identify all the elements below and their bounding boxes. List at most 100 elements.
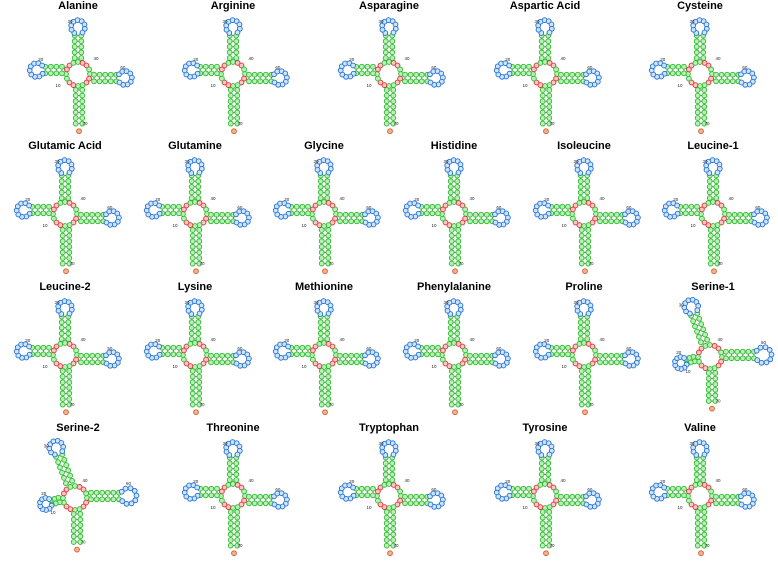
stem-nucleotide <box>539 109 546 116</box>
stem-nucleotide <box>59 368 66 374</box>
stem-nucleotide <box>569 500 576 507</box>
stem-nucleotide <box>455 396 462 402</box>
stem-nucleotide <box>382 43 389 50</box>
stem-nucleotide <box>79 120 86 127</box>
loop-nucleotide <box>234 451 241 458</box>
junction-nucleotide <box>718 219 725 226</box>
stem-nucleotide <box>189 373 196 380</box>
stem-nucleotide <box>96 78 103 85</box>
stem-nucleotide <box>707 249 714 256</box>
panel-title: Threonine <box>206 422 260 434</box>
stem-nucleotide <box>317 319 324 326</box>
stem-nucleotide <box>526 485 532 492</box>
stem-nucleotide <box>389 465 396 472</box>
panel-title: Valine <box>684 422 716 434</box>
stem-nucleotide <box>448 255 455 261</box>
position-label: 70 <box>393 543 399 548</box>
position-label: 70 <box>458 261 464 266</box>
stem-nucleotide <box>77 511 84 517</box>
stem-nucleotide <box>701 109 708 116</box>
stem-nucleotide <box>66 390 73 397</box>
position-label: 20 <box>544 338 550 343</box>
loop-nucleotide <box>390 451 397 458</box>
stem-nucleotide <box>69 477 75 484</box>
junction-nucleotide <box>76 506 83 512</box>
stem-nucleotide <box>233 477 240 483</box>
stem-nucleotide <box>558 71 564 78</box>
stem-nucleotide <box>59 70 65 77</box>
stem-nucleotide <box>455 238 462 245</box>
stem-nucleotide <box>77 522 84 529</box>
junction-nucleotide <box>200 360 207 367</box>
junction-nucleotide <box>692 60 699 66</box>
stem-nucleotide <box>325 384 332 391</box>
stem-nucleotide <box>59 238 66 245</box>
stem-nucleotide <box>324 324 331 331</box>
stem-nucleotide <box>96 71 103 78</box>
stem-nucleotide <box>514 70 521 77</box>
stem-nucleotide <box>553 351 560 358</box>
junction-nucleotide <box>70 82 77 88</box>
stem-nucleotide <box>390 525 397 532</box>
junction-nucleotide <box>73 215 79 222</box>
stem-nucleotide <box>226 49 233 56</box>
position-label: 10 <box>431 223 437 228</box>
position-label: 70 <box>199 261 205 266</box>
junction-nucleotide <box>701 82 708 88</box>
junction-nucleotide <box>196 363 203 369</box>
stem-nucleotide <box>293 210 300 217</box>
stem-nucleotide <box>324 330 331 337</box>
stem-nucleotide <box>390 109 397 116</box>
loop-nucleotide <box>674 202 680 209</box>
junction-nucleotide <box>714 222 721 228</box>
stem-nucleotide <box>382 465 389 472</box>
position-label: 40 <box>469 337 475 342</box>
stem-nucleotide <box>706 195 713 201</box>
stem-nucleotide <box>597 211 603 218</box>
position-label: 30 <box>313 300 319 305</box>
junction-nucleotide <box>533 79 540 86</box>
panel-title: Isoleucine <box>557 140 611 152</box>
position-label: 20 <box>41 491 47 496</box>
position-label: 10 <box>301 223 307 228</box>
loop-nucleotide <box>546 29 553 36</box>
stem-nucleotide <box>164 210 171 217</box>
stem-nucleotide <box>46 210 52 217</box>
stem-nucleotide <box>318 238 325 245</box>
junction-nucleotide <box>442 343 449 350</box>
stem-nucleotide <box>578 390 585 397</box>
stem-nucleotide <box>539 520 546 527</box>
stem-nucleotide <box>423 203 430 210</box>
position-label: 70 <box>237 121 243 126</box>
stem-nucleotide <box>712 381 719 388</box>
junction-nucleotide <box>572 202 579 209</box>
stem-nucleotide <box>66 232 73 239</box>
position-label: 60 <box>107 205 113 210</box>
stem-nucleotide <box>214 63 220 70</box>
stem-nucleotide <box>66 379 73 386</box>
stem-nucleotide <box>569 71 576 78</box>
junction-nucleotide <box>70 60 77 66</box>
stem-nucleotide <box>538 460 545 467</box>
stem-nucleotide <box>59 255 66 261</box>
stem-nucleotide <box>164 344 171 351</box>
stem-nucleotide <box>70 527 77 534</box>
stem-nucleotide <box>325 249 332 256</box>
panel-title: Histidine <box>430 140 478 152</box>
stem-nucleotide <box>705 398 712 404</box>
stem-nucleotide <box>565 203 571 210</box>
junction-nucleotide <box>241 75 247 82</box>
junction-nucleotide <box>225 60 232 66</box>
stem-nucleotide <box>539 531 546 538</box>
loop-nucleotide <box>362 360 369 367</box>
loop-nucleotide <box>46 496 52 502</box>
stem-nucleotide <box>700 471 707 478</box>
stem-nucleotide <box>79 103 86 110</box>
junction-nucleotide <box>533 62 540 69</box>
junction-nucleotide <box>715 362 722 369</box>
junction-nucleotide <box>462 206 468 213</box>
stem-nucleotide <box>559 344 566 351</box>
